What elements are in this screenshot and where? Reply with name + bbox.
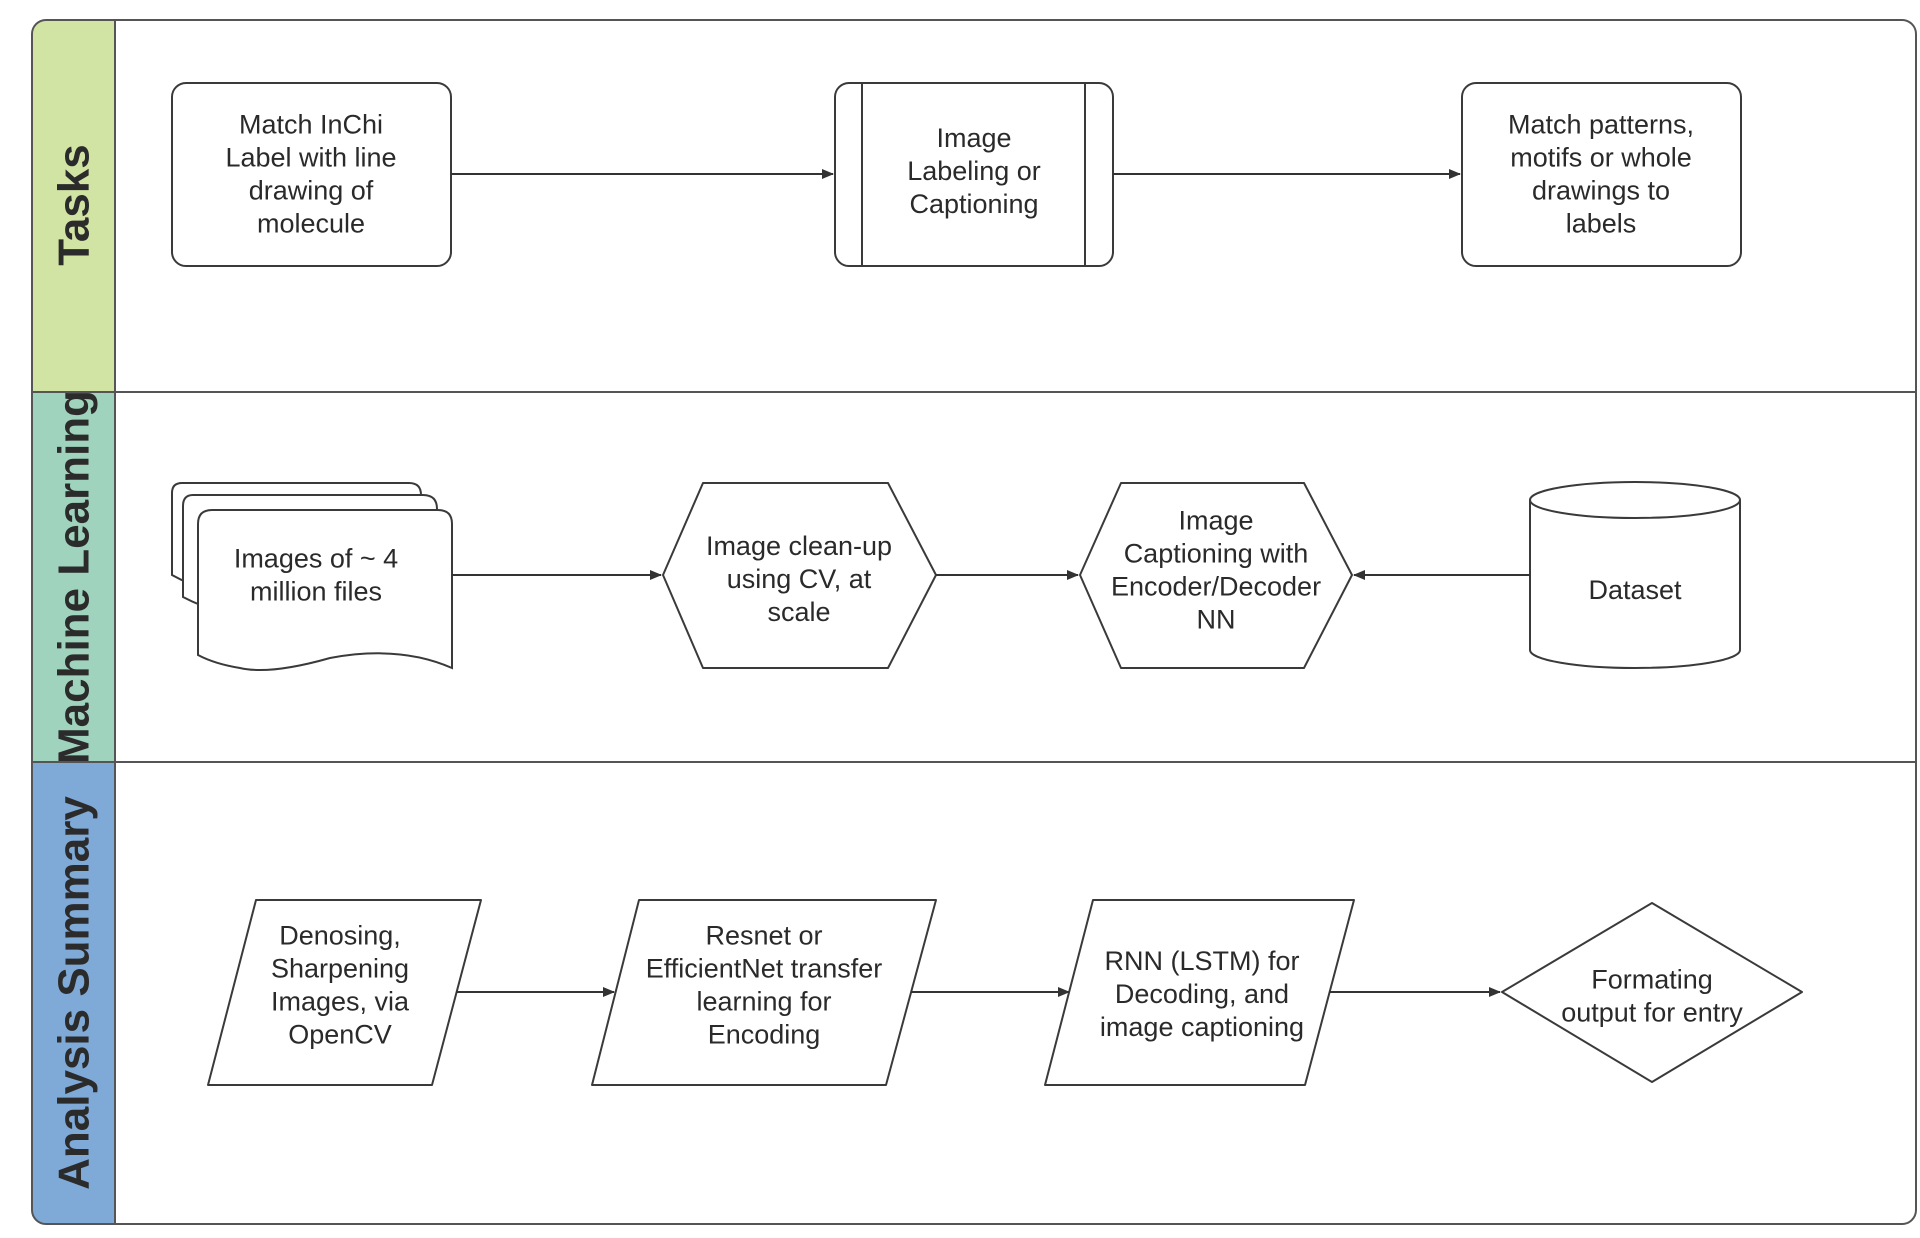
node-label-line: Image (936, 123, 1011, 153)
node-label-line: Images, via (271, 987, 410, 1017)
lane-ml-header (32, 392, 115, 762)
node-label-line: Sharpening (271, 954, 409, 984)
diagram-frame (31, 19, 1917, 1225)
node-label-line: motifs or whole (1510, 143, 1692, 173)
node-label-line: Denosing, (279, 921, 401, 951)
node-label-line: million files (250, 577, 382, 607)
lane-tasks-header (32, 20, 115, 392)
node-label-line: Label with line (225, 143, 396, 173)
node-label-line: molecule (257, 209, 365, 239)
node-label-line: scale (767, 597, 830, 627)
lane-analysis-summary: Analysis Summary (32, 762, 115, 1224)
node-label-line: image captioning (1100, 1012, 1304, 1042)
node-label-line: Decoding, and (1115, 979, 1289, 1009)
node-label-line: Captioning with (1124, 539, 1309, 569)
node-label-line: labels (1566, 209, 1637, 239)
lane-machine-learning: Machine Learning (32, 390, 115, 764)
node-label-line: learning for (696, 987, 831, 1017)
node-label-line: using CV, at (727, 564, 872, 594)
node-label: Dataset (1588, 575, 1682, 605)
node-label-line: Image clean-up (706, 531, 892, 561)
node-label-line: Resnet or (705, 921, 822, 951)
node-label-line: output for entry (1561, 998, 1743, 1028)
node-label-line: drawings to (1532, 176, 1670, 206)
lane-tasks-label: Tasks (50, 144, 99, 266)
node-label-line: Labeling or (907, 156, 1041, 186)
node-label-line: Formating (1591, 965, 1713, 995)
node-label-line: Encoding (708, 1020, 821, 1050)
node-label-line: EfficientNet transfer (646, 954, 883, 984)
node-label-line: Images of ~ 4 (234, 544, 398, 574)
node-label-line: NN (1197, 605, 1236, 635)
lane-analysis-label: Analysis Summary (50, 796, 99, 1190)
node-label-line: Match patterns, (1508, 110, 1694, 140)
node-label-line: Encoder/Decoder (1111, 572, 1321, 602)
lane-tasks: Tasks (32, 20, 115, 392)
node-label-line: OpenCV (288, 1020, 392, 1050)
node-label-line: drawing of (249, 176, 374, 206)
lane-analysis-header (32, 762, 115, 1224)
node-label-line: Image (1178, 506, 1253, 536)
node-dataset: Dataset (1529, 481, 1741, 669)
node-label-line: Captioning (909, 189, 1038, 219)
node-label-line: RNN (LSTM) for (1105, 946, 1300, 976)
node-label-line: Dataset (1588, 575, 1682, 605)
node-label-line: Match InChi (239, 110, 383, 140)
lane-ml-label: Machine Learning (50, 390, 99, 764)
